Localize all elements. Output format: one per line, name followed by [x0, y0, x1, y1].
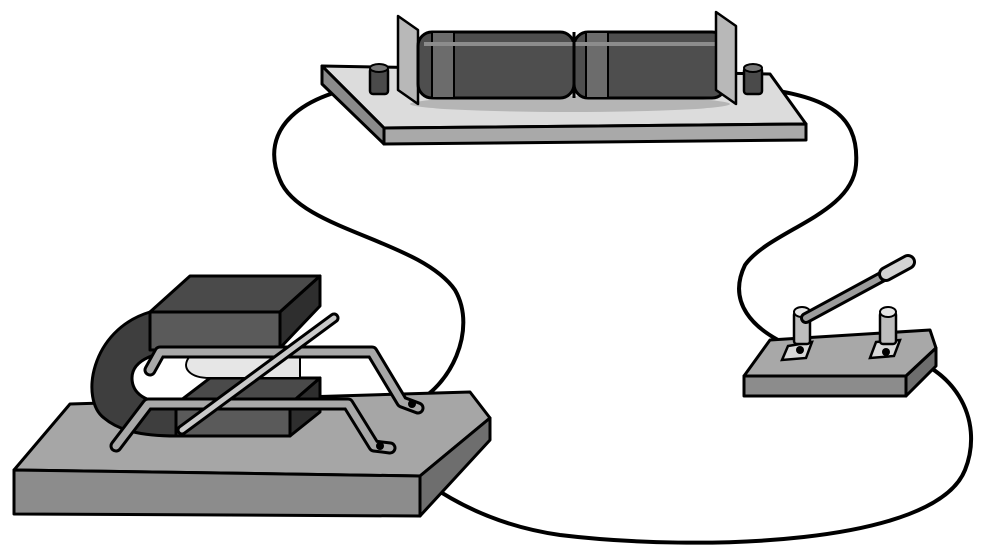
connecting-wires: [272, 82, 974, 545]
battery-bracket-right: [714, 10, 738, 106]
battery-bracket-left: [396, 14, 420, 106]
rod-icon: [176, 312, 340, 436]
switch-handle: [881, 257, 913, 279]
switch-icon: [780, 254, 916, 362]
magnet-board-side: [418, 416, 492, 518]
battery-shadow: [410, 96, 730, 112]
magnet-upper-arm-side: [278, 274, 322, 350]
battery-board-side: [320, 64, 386, 146]
battery-cell-1-band: [431, 31, 455, 99]
rail-back-fill: [146, 348, 422, 412]
wire-switch-to-rail: [378, 350, 974, 545]
wire-terminals: [376, 346, 890, 450]
switch-board-front: [742, 374, 908, 398]
magnet-base: [12, 274, 492, 518]
switch-board-side: [904, 346, 938, 398]
magnet-upper-arm-front: [148, 310, 282, 352]
battery-holder: [320, 10, 808, 146]
metal-rod: [179, 315, 337, 433]
wire-battery-to-switch: [737, 86, 859, 352]
battery-icon: [416, 30, 728, 100]
battery-terminal-right: [742, 63, 764, 96]
knife-switch: [742, 254, 938, 398]
magnet-board-front: [12, 468, 422, 518]
battery-terminal-left: [368, 63, 390, 96]
battery-cell-2-band: [585, 31, 609, 99]
wire-battery-to-rail: [272, 82, 466, 406]
battery-board-front: [382, 122, 808, 146]
